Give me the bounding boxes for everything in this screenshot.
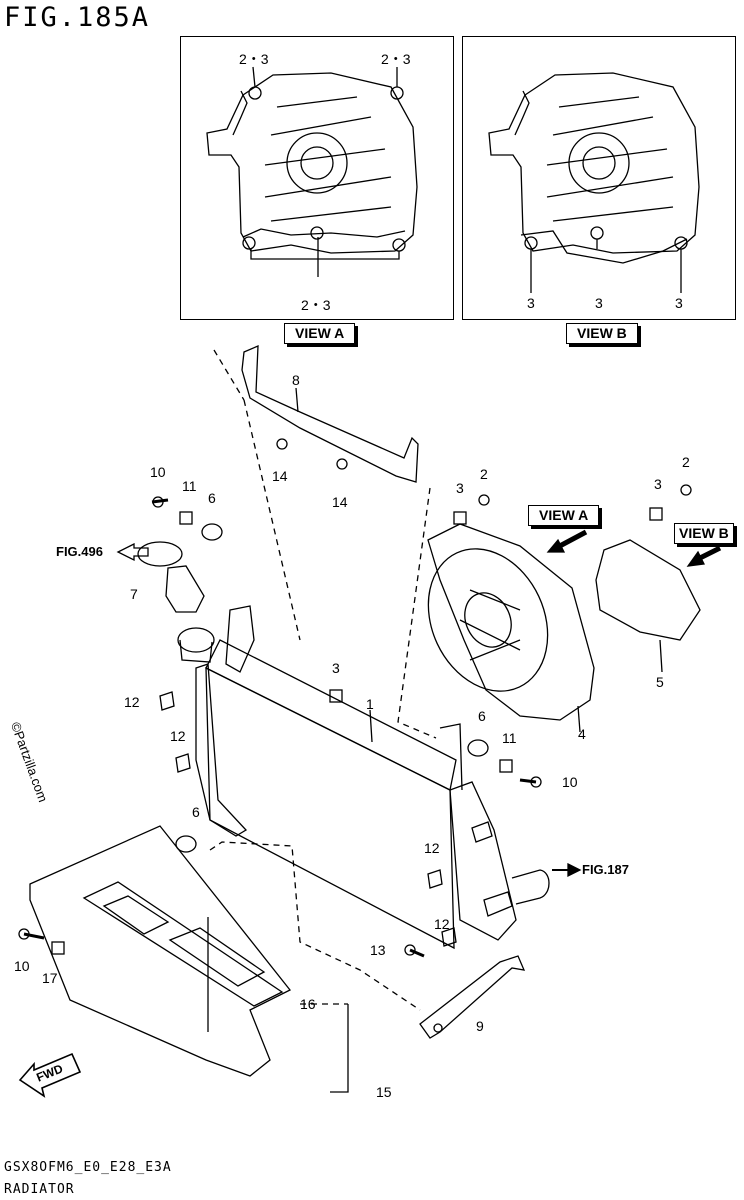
callout-6b: 6 [478, 708, 486, 724]
view-a-fan-shroud-drawing [206, 66, 418, 277]
callout-14b: 14 [332, 494, 348, 510]
callout-14a: 14 [272, 468, 288, 484]
callout-3a: 3 [456, 480, 464, 496]
radiator-cap [177, 627, 215, 653]
radiator-core-face [205, 666, 455, 950]
pointer-view-b-label: VIEW B [674, 523, 734, 544]
callout-11a: 11 [182, 478, 197, 494]
fan-blades [427, 548, 549, 692]
callout-6c: 6 [192, 804, 200, 820]
hose-fitting [165, 565, 205, 613]
callout-10c: 10 [14, 958, 30, 974]
fig-187-reference: FIG.187 [582, 862, 629, 877]
lower-guard-plate [29, 825, 292, 1077]
callout-3b: 3 [654, 476, 662, 492]
callout-15: 15 [376, 1084, 392, 1100]
model-code: GSX8OFM6_E0_E28_E3A [4, 1160, 172, 1175]
callout-16: 16 [300, 996, 316, 1012]
callout-12b: 12 [170, 728, 186, 744]
view-a-callout-top-right: 2・3 [381, 51, 411, 67]
view-b-panel: 3 3 3 [462, 36, 736, 320]
callout-2a: 2 [480, 466, 488, 482]
pointer-view-a-label: VIEW A [528, 505, 600, 526]
view-a-callout-bottom: 2・3 [301, 297, 331, 313]
radiator-right-tank [449, 781, 517, 941]
view-a-callout-top-left: 2・3 [239, 51, 269, 67]
callout-11b: 11 [502, 730, 517, 746]
view-a-label: VIEW A [284, 323, 356, 344]
section-name: RADIATOR [4, 1182, 75, 1197]
callout-2b: 2 [682, 454, 690, 470]
view-a-panel: 2・3 2・3 2・3 [180, 36, 454, 320]
callout-17: 17 [42, 970, 58, 986]
callout-7: 7 [130, 586, 138, 602]
view-b-callout-right: 3 [675, 295, 683, 311]
view-b-fan-shroud-drawing [488, 72, 700, 293]
callout-4: 4 [578, 726, 586, 742]
callout-12a: 12 [124, 694, 140, 710]
fan-shroud [427, 523, 595, 721]
callout-8: 8 [292, 372, 300, 388]
o-ring [137, 541, 183, 567]
lower-bracket [419, 955, 526, 1039]
callout-6a: 6 [208, 490, 216, 506]
view-b-label: VIEW B [566, 323, 638, 344]
callout-13: 13 [370, 942, 386, 958]
upper-bracket-part [241, 344, 419, 483]
callout-12d: 12 [434, 916, 450, 932]
callout-12c: 12 [424, 840, 440, 856]
fan-cover [595, 539, 701, 641]
callout-3c: 3 [332, 660, 340, 676]
figure-title: FIG.185A [4, 2, 151, 33]
guard-grille-16 [82, 881, 284, 1007]
callout-5: 5 [656, 674, 664, 690]
callout-9: 9 [476, 1018, 484, 1034]
callout-10a: 10 [150, 464, 166, 480]
callout-10b: 10 [562, 774, 578, 790]
fig-496-arrow [116, 542, 149, 562]
view-b-callout-left: 3 [527, 295, 535, 311]
callout-1: 1 [366, 696, 374, 712]
view-b-callout-middle: 3 [595, 295, 603, 311]
fig-496-reference: FIG.496 [56, 544, 103, 559]
fwd-arrow [18, 1052, 82, 1098]
